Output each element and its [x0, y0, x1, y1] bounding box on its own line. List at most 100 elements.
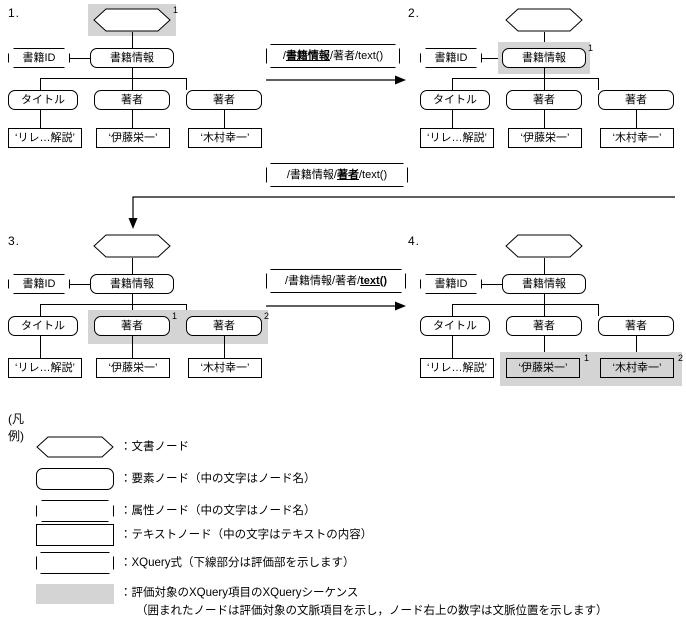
- edge-to-child-2: [544, 78, 545, 90]
- text-node-author-1: ‘伊藤栄一’: [506, 358, 580, 378]
- edge-doc-to-root: [544, 32, 545, 48]
- edge-to-child-1: [452, 78, 453, 90]
- edge-attr-to-root: [482, 58, 502, 59]
- legend-subtext-context-shade: （囲まれたノードは評価対象の文脈項目を示し，ノード右上の数字は文脈位置を示します…: [136, 605, 608, 617]
- attribute-node-book-id: 書籍ID: [8, 48, 70, 68]
- legend-text-xquery-expression: ：XQuery式（下線部分は評価部を示します）: [120, 557, 355, 569]
- attribute-node-book-id: 書籍ID: [420, 274, 482, 294]
- document-node: [505, 234, 583, 258]
- element-node-author-1: 著者: [506, 316, 582, 336]
- element-node-book-info: 書籍情報: [502, 274, 586, 294]
- text-node-author-1: ‘伊藤栄一’: [508, 128, 582, 148]
- edge-title-to-text: [40, 110, 41, 128]
- legend-shape-xquery-expression: [36, 552, 114, 574]
- edge-root-down: [544, 68, 545, 78]
- xq3-prefix: /書籍情報/著者/: [284, 274, 361, 287]
- xq1-emphasis: 書籍情報: [285, 49, 330, 62]
- edge-sibling-bar: [40, 304, 186, 305]
- edge-author2-to-text: [224, 336, 225, 358]
- edge-doc-to-root: [544, 258, 545, 274]
- element-node-book-info: 書籍情報: [502, 48, 586, 68]
- legend-shape-context-shade: [36, 584, 114, 604]
- document-node: [93, 234, 171, 258]
- xq2-suffix: /text(): [359, 168, 388, 181]
- element-node-book-info: 書籍情報: [90, 48, 174, 68]
- element-node-author-2: 著者: [598, 90, 674, 110]
- edge-author1-to-text: [544, 110, 545, 128]
- edge-root-down: [132, 68, 133, 78]
- element-node-title: タイトル: [420, 90, 490, 110]
- xquery-expression-1: /書籍情報/著者/text(): [266, 44, 400, 68]
- context-position-label-2: 2: [678, 353, 684, 363]
- panel-number: 2.: [408, 6, 421, 20]
- text-node-author-1: ‘伊藤栄一’: [96, 128, 170, 148]
- edge-root-down: [132, 294, 133, 304]
- edge-author1-to-text: [132, 110, 133, 128]
- text-node-title: ‘リレ…解説’: [8, 358, 82, 378]
- edge-title-to-text: [452, 110, 453, 128]
- legend-shape-attribute-node: [36, 500, 114, 522]
- flow-arrow-1-to-2: [266, 74, 406, 86]
- flow-arrow-3-to-4: [266, 300, 406, 312]
- element-node-author-1: 著者: [94, 316, 170, 336]
- xq2-emphasis: 著者: [337, 168, 359, 181]
- edge-root-down: [544, 294, 545, 304]
- edge-to-child-3: [598, 78, 599, 90]
- text-node-title: ‘リレ…解説’: [420, 128, 494, 148]
- legend-text-element-node: ：要素ノード（中の文字はノード名）: [120, 473, 316, 485]
- edge-to-child-2: [544, 304, 545, 316]
- context-position-label: 1: [173, 5, 179, 15]
- edge-sibling-bar: [40, 78, 186, 79]
- edge-attr-to-root: [70, 58, 90, 59]
- xq2-prefix: /書籍情報/: [286, 168, 337, 181]
- attribute-node-book-id: 書籍ID: [420, 48, 482, 68]
- text-node-author-2: ‘木村幸一’: [600, 358, 674, 378]
- xq1-suffix: /著者/text(): [329, 49, 384, 62]
- edge-to-child-2: [132, 78, 133, 90]
- legend-text-context-shade: ：評価対象のXQuery項目のXQueryシーケンス: [120, 587, 359, 599]
- element-node-author-2: 著者: [186, 90, 262, 110]
- text-node-author-2: ‘木村幸一’: [600, 128, 674, 148]
- element-node-author-2: 著者: [598, 316, 674, 336]
- text-node-author-2: ‘木村幸一’: [188, 358, 262, 378]
- legend-text-text-node: ：テキストノード（中の文字はテキストの内容）: [120, 529, 373, 541]
- xquery-expression-3: /書籍情報/著者/text(): [266, 269, 406, 293]
- text-node-title: ‘リレ…解説’: [420, 358, 494, 378]
- element-node-title: タイトル: [420, 316, 490, 336]
- legend-title: (凡例): [8, 412, 24, 443]
- element-node-author-1: 著者: [94, 90, 170, 110]
- context-position-label-1: 1: [172, 311, 178, 321]
- edge-title-to-text: [452, 336, 453, 358]
- edge-author2-to-text: [636, 336, 637, 358]
- element-node-author-2: 著者: [186, 316, 262, 336]
- edge-author1-to-text: [544, 336, 545, 358]
- xq3-emphasis: text(): [360, 274, 388, 287]
- edge-attr-to-root: [70, 284, 90, 285]
- element-node-author-1: 著者: [506, 90, 582, 110]
- legend-text-document-node: ：文書ノード: [120, 441, 189, 453]
- text-node-author-1: ‘伊藤栄一’: [96, 358, 170, 378]
- edge-to-child-1: [40, 78, 41, 90]
- element-node-title: タイトル: [8, 90, 78, 110]
- element-node-book-info: 書籍情報: [90, 274, 174, 294]
- attribute-node-book-id: 書籍ID: [8, 274, 70, 294]
- text-node-author-2: ‘木村幸一’: [188, 128, 262, 148]
- edge-author2-to-text: [224, 110, 225, 128]
- legend-text-attribute-node: ：属性ノード（中の文字はノード名）: [120, 505, 316, 517]
- edge-attr-to-root: [482, 284, 502, 285]
- edge-title-to-text: [40, 336, 41, 358]
- edge-to-child-3: [598, 304, 599, 316]
- context-position-label-2: 2: [264, 311, 270, 321]
- edge-doc-to-root: [132, 258, 133, 274]
- legend-shape-element-node: [36, 468, 114, 490]
- edge-to-child-1: [452, 304, 453, 316]
- edge-to-child-3: [186, 78, 187, 90]
- edge-author1-to-text: [132, 336, 133, 358]
- panel-number: 1.: [8, 6, 21, 20]
- text-node-title: ‘リレ…解説’: [8, 128, 82, 148]
- context-position-label: 1: [588, 43, 594, 53]
- edge-sibling-bar: [452, 304, 598, 305]
- panel-number: 4.: [408, 234, 421, 248]
- xquery-expression-2: /書籍情報/著者/text(): [266, 163, 408, 187]
- document-node: [93, 8, 171, 32]
